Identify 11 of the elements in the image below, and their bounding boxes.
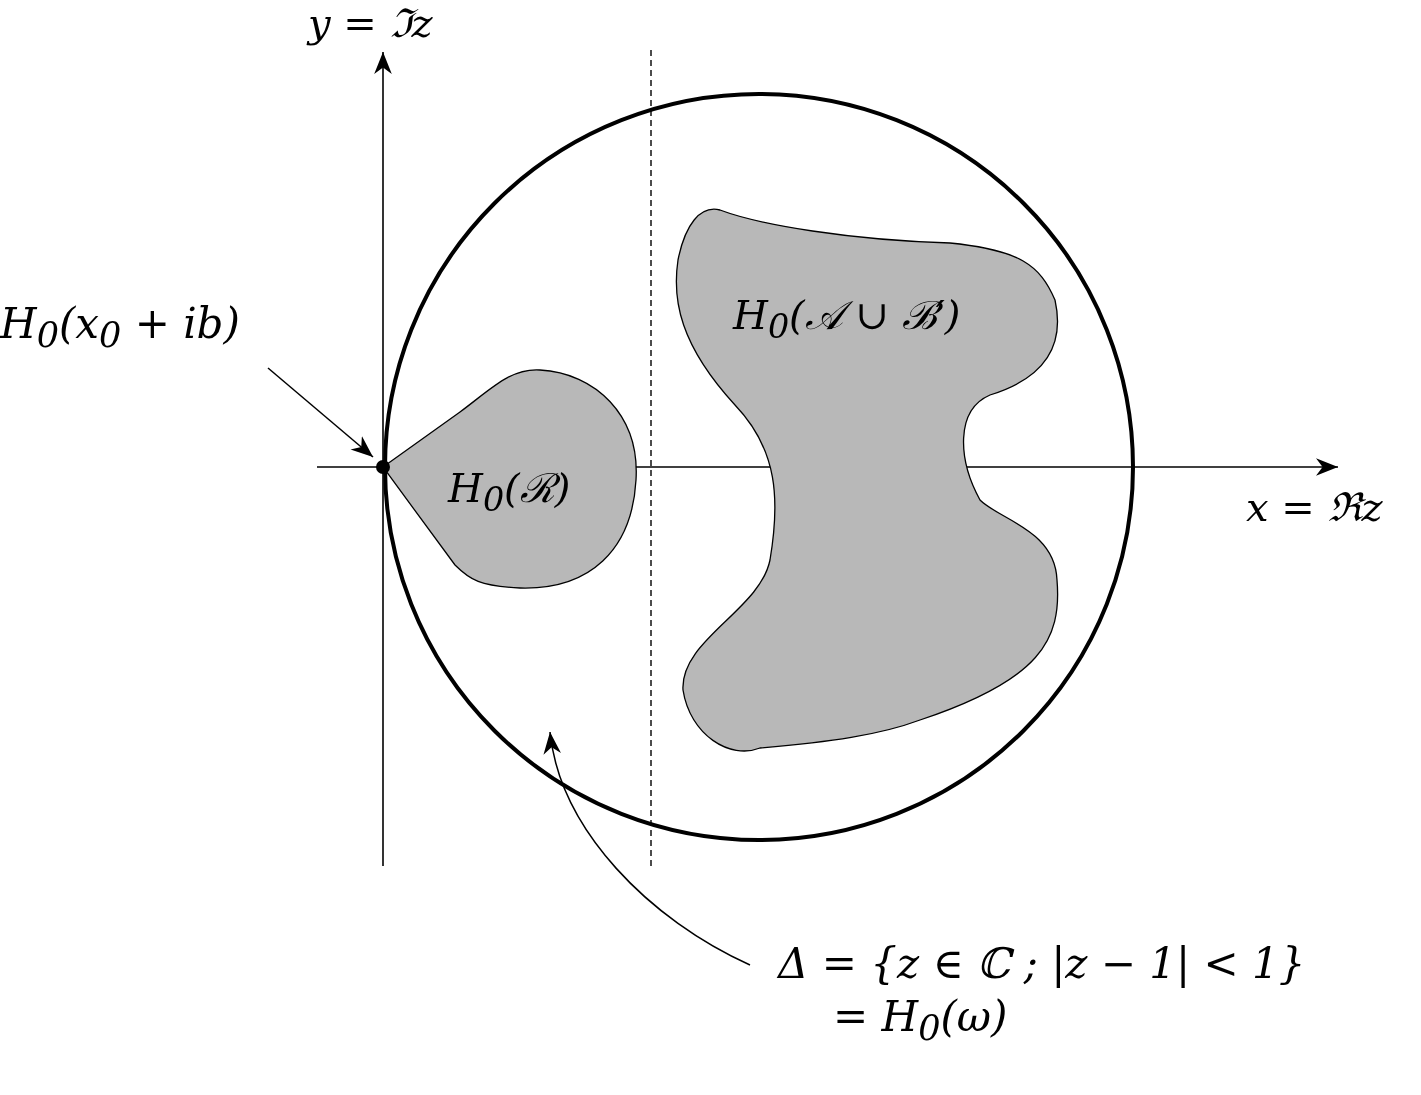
- arrow: [267, 367, 374, 458]
- math-label: Δ = {z ∈ ℂ ; |z − 1| < 1}: [778, 938, 1306, 990]
- axis-label: x = ℜz: [1246, 484, 1383, 530]
- math-label: H$_{0}$(x$_{0}$ + ib): [0, 298, 240, 358]
- disk-circle: [383, 92, 1135, 842]
- math-label: H$_{0}$(ℛ): [448, 465, 571, 520]
- axis-label: y = ℑz: [308, 0, 433, 46]
- arrow: [545, 731, 751, 966]
- math-label: = H$_{0}$(ω): [832, 990, 1009, 1050]
- point-dot: [376, 460, 390, 474]
- math-label: H$_{0}$(𝒜 ∪ ℬ′): [733, 292, 961, 347]
